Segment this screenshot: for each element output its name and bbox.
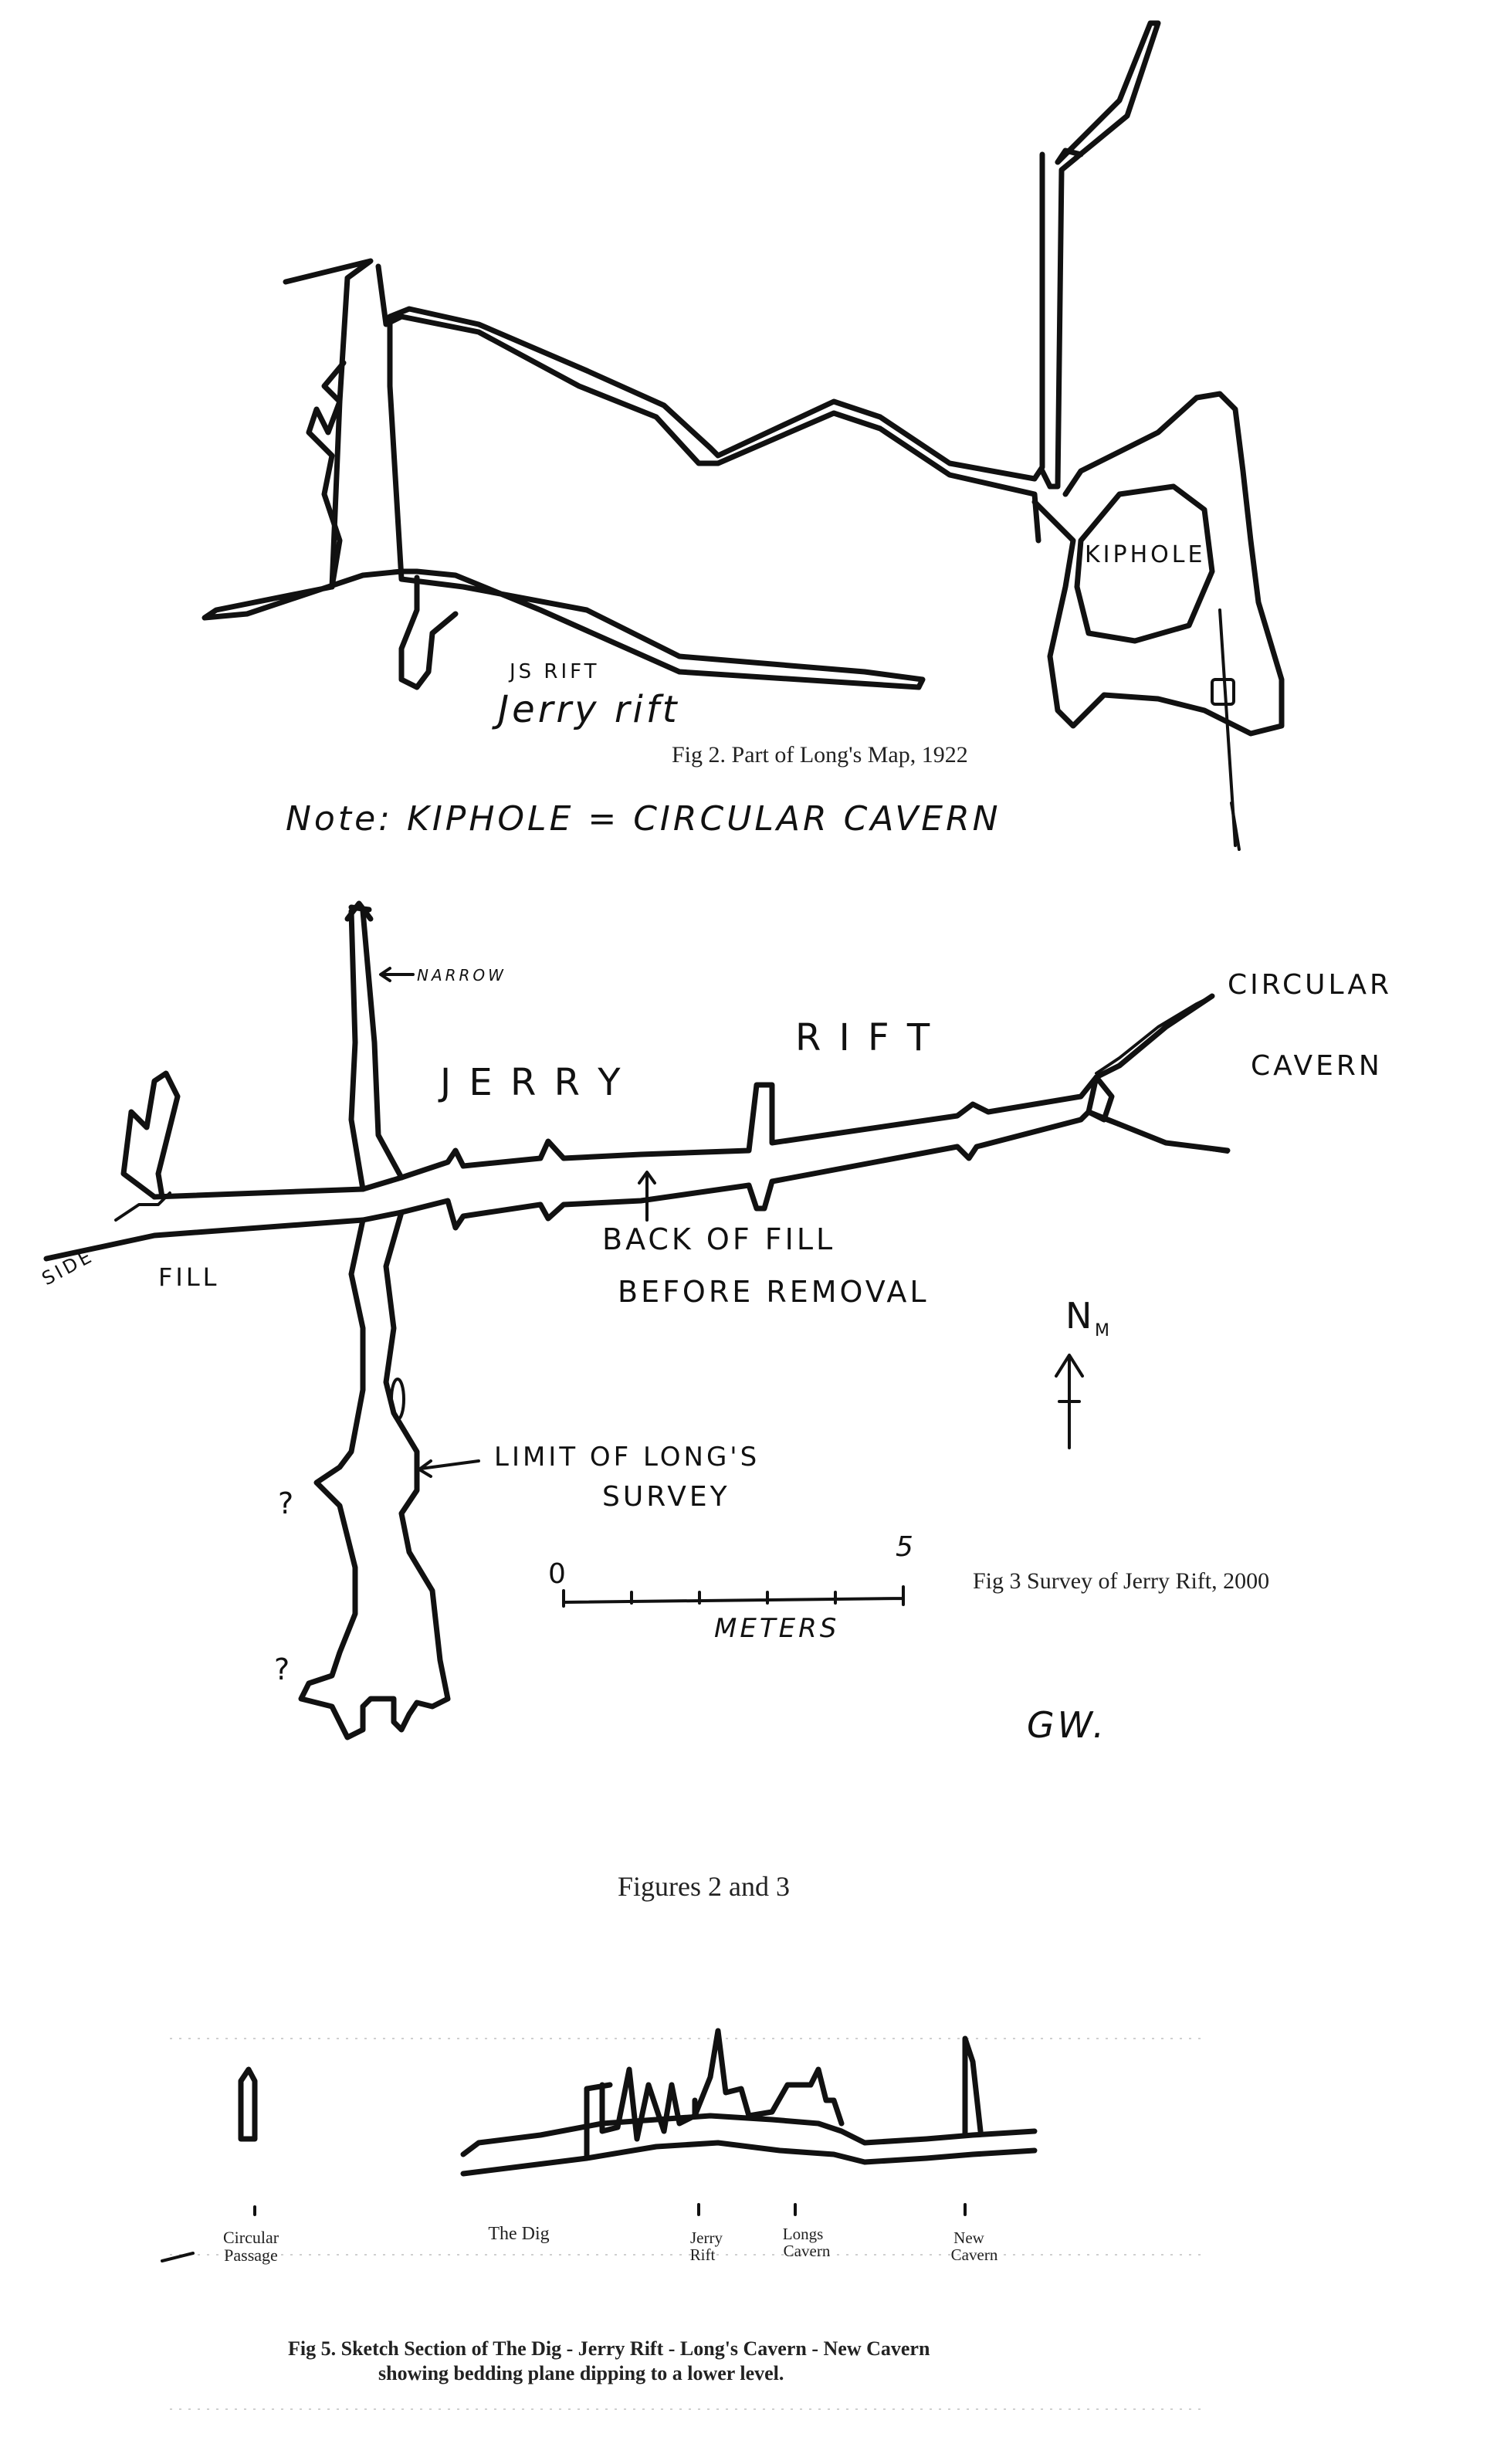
fig5-section-outline bbox=[460, 2028, 1038, 2177]
fig3-label-narrow: NARROW bbox=[417, 966, 506, 985]
fig3-rift-south-wall bbox=[43, 1109, 1231, 1262]
fig3-north-label: N bbox=[1065, 1295, 1095, 1337]
fig3-limit-arrow bbox=[418, 1459, 480, 1478]
fig3-top-end bbox=[344, 900, 374, 922]
fig3-pillar bbox=[390, 1378, 405, 1421]
fig2-small-square bbox=[1211, 678, 1235, 706]
fig5-label-longs-1: Longs bbox=[783, 2225, 824, 2243]
fig2-left-passage bbox=[306, 360, 347, 590]
fig3-question-1: ? bbox=[278, 1486, 296, 1520]
fig5-label-new-2: Cavern bbox=[951, 2245, 998, 2264]
fig5-markers bbox=[161, 2203, 967, 2262]
fig3-label-circular: CIRCULAR bbox=[1228, 969, 1392, 1001]
fig3-cavern-line bbox=[1095, 995, 1214, 1075]
fig3-cavern-line-2 bbox=[1102, 1118, 1229, 1154]
fig5-caption-2: showing bedding plane dipping to a lower… bbox=[378, 2362, 784, 2384]
fig3-scale-unit: METERS bbox=[714, 1613, 839, 1644]
fig3-label-jerry: J E R R Y bbox=[438, 1061, 624, 1104]
fig5-label-new-1: New bbox=[953, 2228, 984, 2247]
fig3-survey: NARROW J E R R Y R I F T CIRCULAR CAVERN… bbox=[39, 900, 1392, 1746]
fig2-north-passage bbox=[1039, 20, 1161, 490]
fig2-upper-passage bbox=[202, 151, 1045, 690]
fig5-label-circular-1: Circular bbox=[223, 2228, 279, 2247]
fig3-north-sub: M bbox=[1095, 1321, 1113, 1340]
fig2-label-jerry-rift: Jerry rift bbox=[492, 688, 680, 731]
fig5-label-circular-2: Passage bbox=[224, 2245, 278, 2265]
fig2-long-map: KIPHOLE JS RIFT Jerry rift Fig 2. Part o… bbox=[202, 20, 1285, 851]
fig5-caption-1: Fig 5. Sketch Section of The Dig - Jerry… bbox=[288, 2337, 930, 2360]
fig3-scale-bar: 0 5 METERS bbox=[548, 1531, 916, 1644]
fig3-fill-arrow bbox=[638, 1171, 656, 1222]
fig3-question-2: ? bbox=[274, 1652, 293, 1686]
fig2-kiphole-chamber bbox=[1031, 391, 1285, 737]
fig3-west-branch bbox=[120, 1070, 181, 1200]
fig2-exit-line-2 bbox=[1230, 802, 1241, 851]
fig3-label-back-of-fill-2: BEFORE REMOVAL bbox=[618, 1275, 930, 1309]
fig3-caption: Fig 3 Survey of Jerry Rift, 2000 bbox=[973, 1568, 1269, 1594]
fig3-rift-north-wall bbox=[151, 993, 1215, 1200]
fig3-initials: GW. bbox=[1027, 1704, 1107, 1746]
fig3-scale-start: 0 bbox=[548, 1558, 569, 1590]
fig5-section: Circular Passage The Dig Jerry Rift Long… bbox=[161, 2028, 1204, 2410]
fig5-label-dig: The Dig bbox=[488, 2224, 549, 2244]
fig5-label-longs-2: Cavern bbox=[784, 2242, 831, 2260]
fig2-kiphole-inner bbox=[1074, 483, 1215, 644]
fig3-narrow-arrow bbox=[379, 967, 415, 982]
fig3-ns-west-wall bbox=[298, 908, 366, 1740]
figures-caption: Figures 2 and 3 bbox=[618, 1871, 790, 1902]
fig3-label-limit-1: LIMIT OF LONG'S bbox=[494, 1442, 760, 1473]
fig3-ns-east-wall bbox=[360, 908, 451, 1733]
fig2-note: Note: KIPHOLE = CIRCULAR CAVERN bbox=[286, 799, 1001, 839]
fig5-label-jerry-1: Jerry bbox=[690, 2228, 723, 2247]
fig5-circular-passage bbox=[238, 2066, 258, 2142]
fig3-label-rift: R I F T bbox=[795, 1016, 933, 1059]
fig3-west-branch-2 bbox=[114, 1191, 171, 1222]
fig5-label-jerry-2: Rift bbox=[690, 2245, 716, 2264]
fig3-label-back-of-fill-1: BACK OF FILL bbox=[602, 1222, 835, 1256]
north-arrow-icon bbox=[1055, 1354, 1084, 1449]
fig2-label-kiphole: KIPHOLE bbox=[1085, 541, 1205, 568]
fig3-scale-end: 5 bbox=[896, 1531, 916, 1563]
fig2-inner-wall bbox=[375, 263, 1041, 544]
fig2-js-rift-branch bbox=[398, 574, 459, 690]
fig2-caption: Fig 2. Part of Long's Map, 1922 bbox=[672, 742, 968, 768]
fig3-label-fill: FILL bbox=[158, 1263, 220, 1292]
fig2-label-js-rift: JS RIFT bbox=[508, 660, 600, 683]
fig3-label-limit-2: SURVEY bbox=[602, 1481, 730, 1513]
fig3-label-cavern: CAVERN bbox=[1251, 1050, 1383, 1082]
